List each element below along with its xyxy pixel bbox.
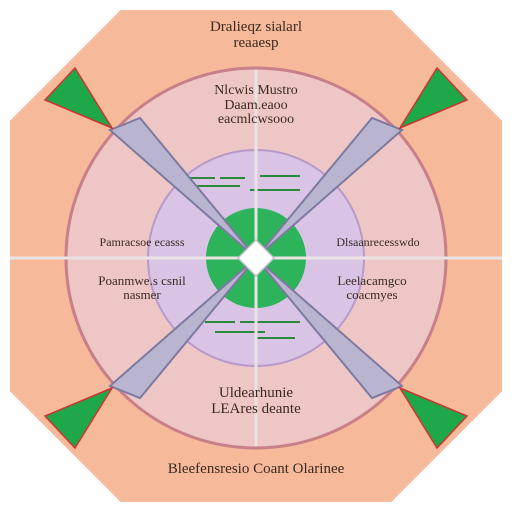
top-label-line-1: Nlcwis Mustro bbox=[214, 83, 298, 98]
mid-right-label: Leelacamgco coacmyes bbox=[312, 274, 432, 301]
top-label: Nlcwis Mustro Daam.eaoo eacmlcwsooo bbox=[176, 83, 336, 128]
circuit-pattern-icon bbox=[185, 175, 300, 339]
center-diamond-icon bbox=[236, 238, 276, 278]
right-label: Dlsaanrecesswdo bbox=[336, 235, 420, 249]
blade-icon bbox=[108, 116, 404, 400]
title-line-1: Dralieqz sialarl bbox=[209, 19, 303, 35]
title-line-2: reaaesp bbox=[233, 34, 279, 51]
mid-left-label-line-2: nasmer bbox=[123, 286, 161, 302]
top-label-line-2: Daam.eaoo bbox=[224, 97, 288, 113]
bottom-label-line-1: Uldearhunie bbox=[218, 385, 294, 401]
bottom-label-line-2: LEAres deante bbox=[211, 400, 301, 417]
mid-left-label-line-1: Poanmwe.s csnil bbox=[98, 273, 186, 288]
bottom-label: Uldearhunie LEAres deante bbox=[176, 385, 336, 418]
left-label: Pamracsoe ecasss bbox=[99, 235, 185, 249]
mid-right-label-line-2: coacmyes bbox=[346, 286, 398, 302]
green-arrow-icon bbox=[43, 66, 469, 450]
mid-right-label-line-1: Leelacamgco bbox=[337, 273, 407, 288]
mid-left-label: Poanmwe.s csnil nasmer bbox=[82, 274, 202, 301]
footer-label: Bleefensresio Coant Olarinee bbox=[167, 461, 345, 477]
diagram-title: Dralieqz sialarl reaaesp bbox=[156, 19, 356, 52]
top-label-line-3: eacmlcwsooo bbox=[217, 112, 295, 128]
